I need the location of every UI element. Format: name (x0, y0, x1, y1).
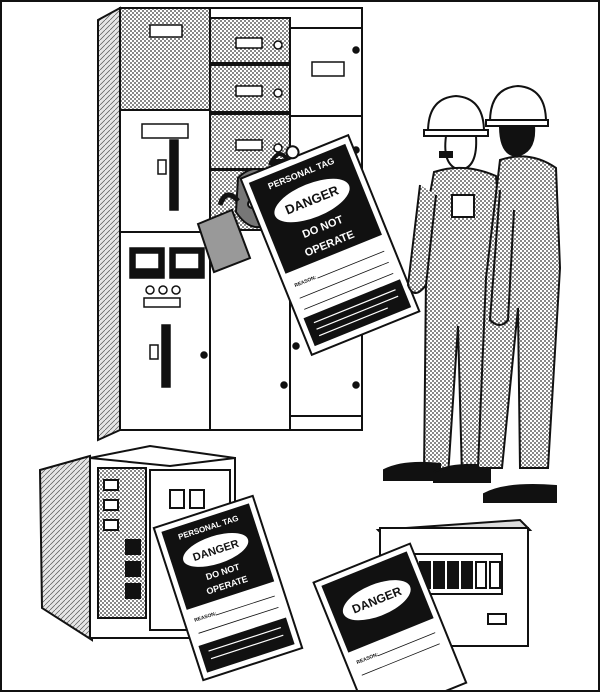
danger-tag-lower-left: PERSONAL TAG DANGER DO NOT OPERATE REASO… (152, 494, 304, 682)
worker-back (476, 84, 562, 503)
danger-tag-main: PERSONAL TAG DANGER DO NOT OPERATE REASO… (239, 133, 421, 357)
cabinet-details (129, 24, 360, 389)
danger-tag-lower-right: DANGER REASON: (312, 542, 468, 692)
